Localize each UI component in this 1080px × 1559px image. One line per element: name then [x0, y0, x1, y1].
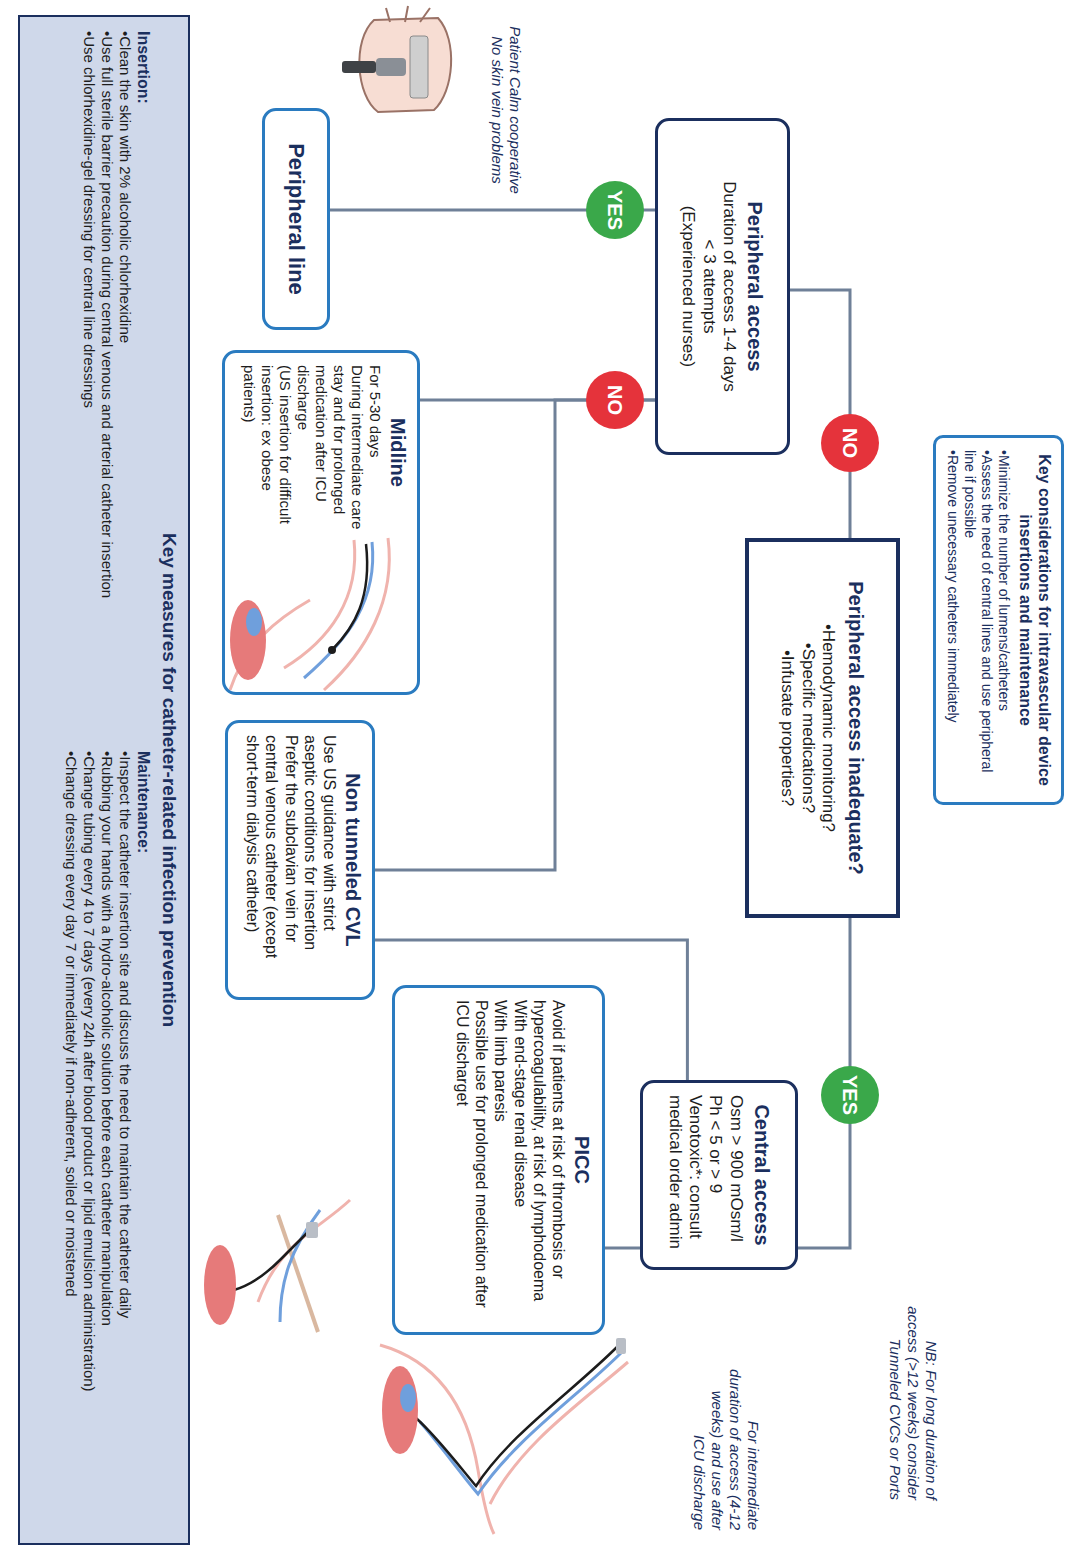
connector [375, 400, 655, 870]
node-text: With limb paresis [491, 1000, 510, 1320]
process-box: Central accessOsm > 900 mOsm/lPh < 5 or … [640, 1080, 798, 1270]
node-heading: Peripheral access inadequate? [844, 554, 868, 902]
node-text: •Change tubing every 4 to 7 days (every … [80, 751, 98, 1529]
cannula [342, 61, 376, 73]
catheter-tip [328, 646, 336, 654]
node-text: •Use full sterile barrier precaution dur… [98, 31, 116, 731]
node-text: •Inspect the catheter insertion site and… [116, 751, 134, 1529]
fingers [386, 6, 430, 22]
tape [410, 36, 428, 98]
node-text: Ph < 5 or > 9 [705, 1095, 725, 1255]
node-text: Use US guidance with strict aseptic cond… [301, 735, 339, 985]
node-text: (US insertion for difficult insertion: e… [240, 365, 294, 540]
vessel [400, 1384, 416, 1412]
measures-panel: Key measures for catheter-related infect… [18, 15, 190, 1545]
cannula-hub [376, 58, 406, 76]
considerations-box: Key considerations for intravascular dev… [933, 435, 1064, 805]
node-heading: Midline [386, 365, 410, 540]
node-text: Prefer the subclavian vein for central v… [243, 735, 301, 985]
heart [204, 1245, 236, 1325]
device-box: MidlineFor 5-30 daysDuring intermediate … [222, 350, 420, 695]
node-text: During intermediate care stay and for pr… [294, 365, 366, 540]
node-heading: Non tunneled CVL [341, 735, 365, 985]
node-text: Osm > 900 mOsm/l [725, 1095, 745, 1255]
annotation-note: NB: For long duration of access (>12 wee… [886, 1295, 940, 1500]
vein [420, 1352, 622, 1494]
catheter [234, 1232, 308, 1290]
node-text: •Remove unecessary catheters immediately [944, 450, 961, 790]
clavicle [278, 1215, 318, 1332]
panel-column: Maintenance:•Inspect the catheter insert… [62, 751, 157, 1529]
heart [382, 1366, 418, 1454]
decision-box: Peripheral access inadequate? •Hemodynami… [745, 538, 900, 918]
yes-badge: YES [586, 181, 644, 239]
arm-outline [284, 540, 355, 668]
no-badge: NO [586, 371, 644, 429]
node-text: Venotoxic*: consult medical order admin [664, 1095, 705, 1255]
node-text: For 5-30 days [366, 365, 384, 540]
node-heading: Peripheral line [283, 121, 309, 317]
node-heading: Key measures for catheter-related infect… [157, 31, 180, 1529]
vein [304, 542, 373, 678]
catheter [416, 1346, 618, 1486]
torso-outline [230, 600, 310, 690]
device-box: PICCAvoid if patients at risk of thrombo… [392, 985, 605, 1335]
node-text: •Specific medications? [797, 554, 817, 902]
node-text: Duration of access 1-4 days [719, 133, 739, 440]
node-text: •Rubbing your hands with a hydro-alcohol… [98, 751, 116, 1529]
node-text: •Minimize the number of lumens/catheters [995, 450, 1012, 790]
node-text: (Experienced nurses) [678, 133, 698, 440]
annotation-note: For intermediate duration of access (4-1… [690, 1365, 762, 1530]
arm-outline [324, 538, 389, 690]
node-text: •Hemodynamic monitoring? [818, 554, 838, 902]
node-text: Possible use for prolonged medication af… [453, 1000, 491, 1320]
device-box: Non tunneled CVLUse US guidance with str… [225, 720, 375, 1000]
node-text: With end-stage renal disease [510, 1000, 529, 1320]
node-text: •Infusate properties? [777, 554, 797, 902]
node-text: •Assess the need of central lines and us… [961, 450, 995, 790]
node-text: Maintenance: [134, 751, 153, 1529]
node-text: •Use chlorhexidine-gel dressing for cent… [80, 31, 98, 731]
node-heading: PICC [570, 1000, 594, 1320]
heart [230, 600, 266, 680]
node-heading: Central access [750, 1095, 774, 1255]
node-text: Insertion: [134, 31, 153, 731]
no-badge: NO [821, 414, 879, 472]
device-box: Peripheral line [262, 108, 330, 330]
vessel [246, 608, 262, 636]
vein [280, 1210, 320, 1322]
node-text: Avoid if patients at risk of thrombosis … [530, 1000, 568, 1320]
node-text: •Change dressing every day 7 or immediat… [62, 751, 80, 1529]
node-text: •Clean the skin with 2% alcoholic chlorh… [116, 31, 134, 731]
yes-badge: YES [821, 1066, 879, 1124]
node-text: < 3 attempts [698, 133, 718, 440]
annotation-note: Patient Calm cooperative No skin vein pr… [488, 25, 524, 195]
panel-title-row: Key measures for catheter-related infect… [157, 31, 180, 1529]
catheter [332, 544, 367, 650]
arm-outline [490, 1362, 628, 1504]
panel-column: Insertion:•Clean the skin with 2% alcoho… [62, 31, 157, 731]
node-heading: Peripheral access [743, 133, 767, 440]
connector [605, 1247, 640, 1250]
catheter-hub [306, 1222, 318, 1238]
node-heading: Key considerations for intravascular dev… [1016, 450, 1054, 790]
catheter-hub [616, 1338, 626, 1354]
connector [790, 290, 850, 538]
process-box: Peripheral accessDuration of access 1-4 … [655, 118, 790, 455]
